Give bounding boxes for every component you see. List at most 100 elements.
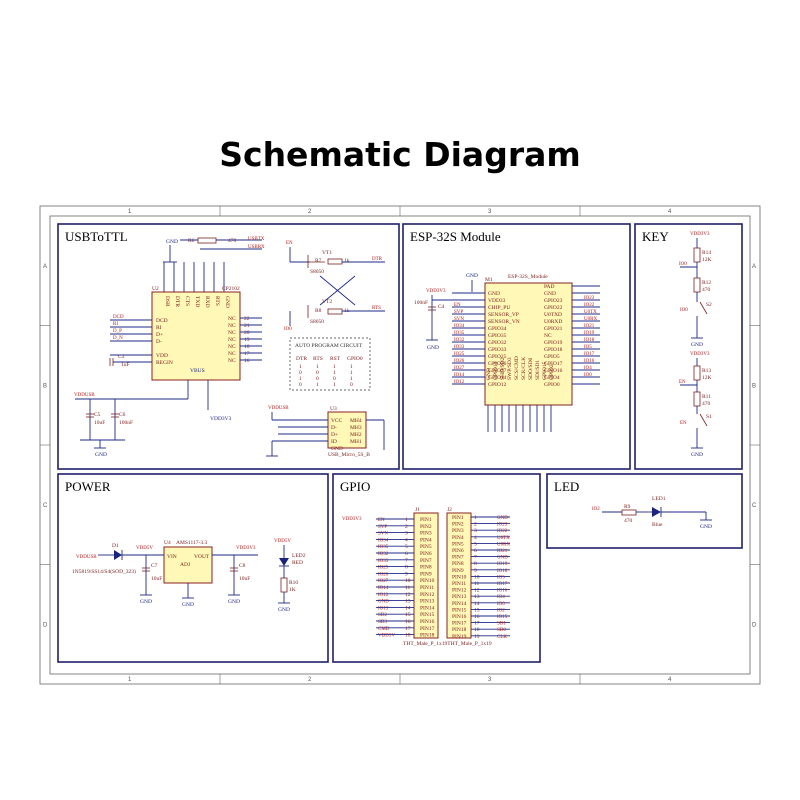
j2-net: SD1	[497, 622, 506, 627]
j1-net: IO13	[378, 606, 389, 611]
cp2102-pin-number: 21	[244, 323, 250, 329]
auto-table-cell: 0	[316, 376, 319, 382]
drawing-inner-frame	[49, 215, 751, 675]
j1-pin-label: PIN12	[420, 592, 435, 598]
s1-label: S1	[706, 414, 712, 420]
esp-bottom-pin: SCS/CMD	[514, 356, 520, 380]
key-panel-border	[634, 223, 743, 470]
esp-left-pin: GPIO12	[488, 382, 507, 388]
esp-right-net: IO17	[584, 352, 595, 357]
power-panel: POWER VDDUSB D1 1N5819/SS14/S4(SOD_323) …	[57, 473, 329, 663]
j1-pin-label: PIN16	[420, 619, 435, 625]
cp2102-top-pin: GND	[224, 296, 230, 308]
esp32-module	[484, 282, 573, 406]
cp2102-left-pin: REGIN	[156, 360, 173, 366]
j1-pin-label: PIN15	[420, 612, 435, 618]
j2-pin-label: PIN15	[452, 607, 467, 613]
r13-value: 12K	[702, 375, 712, 381]
j1-pin-label: PIN6	[420, 551, 432, 557]
frame-col-top-1: 1	[128, 209, 132, 215]
esp-left-net: IO34	[454, 324, 465, 329]
esp-left-pin: VDD33	[488, 298, 506, 304]
cp2102-left-pin: D-	[156, 339, 162, 345]
j1-header	[413, 512, 439, 639]
usbrx-label: USBRX	[248, 245, 265, 250]
frame-col-top-4: 4	[668, 209, 672, 215]
led-panel-border	[546, 473, 743, 549]
power-vddusb: VDDUSB	[76, 555, 97, 560]
j1-pin-label: PIN8	[420, 565, 432, 571]
j1-pin-label: PIN10	[420, 578, 435, 584]
j1-pin-number: 5	[405, 544, 408, 550]
dp-net: D_P	[113, 329, 122, 334]
usb-conn-mh: MH1	[350, 439, 362, 445]
cp2102-pin-number: 22	[244, 316, 250, 322]
en-net-usb: EN	[286, 241, 293, 246]
j2-label: J2	[447, 507, 452, 513]
cp2102-right-pin: NC	[228, 358, 236, 364]
dcd-net: DCD	[113, 315, 124, 320]
j2-pin-number: 8	[474, 561, 477, 567]
r14-value: 12K	[702, 257, 712, 263]
page-title: Schematic Diagram	[219, 135, 581, 174]
j2-pin-label: PIN17	[452, 621, 467, 627]
auto-table-cell: 1	[299, 364, 302, 370]
esp-left-net: IO12	[454, 380, 465, 385]
c3-value: 1uF	[121, 362, 130, 368]
usb-conn-pin: D+	[331, 432, 338, 438]
j1-net: IO14	[378, 586, 389, 591]
esp-bottom-pin: SWP/SD3	[507, 357, 513, 380]
ri-net: RI	[113, 322, 118, 327]
led-gnd: GND	[700, 524, 712, 530]
auto-table-cell: 0	[333, 376, 336, 382]
j2-net: IO5	[497, 575, 505, 580]
vt1-label: VT1	[322, 250, 332, 256]
j1-pin-number: 3	[405, 531, 408, 537]
cp2102-name: CP2102	[222, 286, 240, 292]
j1-pin-number: 18	[405, 633, 411, 639]
j1-pin-number: 11	[405, 585, 411, 591]
r10-resistor	[280, 577, 288, 593]
esp-module-ref: M1	[485, 277, 493, 283]
gpio-panel-title: GPIO	[340, 479, 370, 494]
j2-pin-label: PIN12	[452, 588, 467, 594]
auto-table-cell: 0	[350, 382, 353, 388]
j2-pin-label: PIN1	[452, 515, 464, 521]
j1-pin-number: 8	[405, 565, 408, 571]
j1-pin-label: PIN13	[420, 599, 435, 605]
usb-conn-mh: MH2	[350, 432, 362, 438]
j2-net: IO17	[497, 582, 508, 587]
j1-pin-number: 14	[405, 605, 411, 611]
j2-net: IO18	[497, 569, 508, 574]
cp2102-right-pin: NC	[228, 337, 236, 343]
esp-right-net: IO21	[584, 324, 595, 329]
esp-gnd: GND	[427, 345, 439, 351]
vbus-label: VBUS	[190, 368, 205, 374]
gpio-panel-border	[332, 473, 541, 663]
esp-bottom-pin: GND	[486, 368, 492, 380]
esp-bottom-pin: SDI/SD1	[535, 360, 541, 380]
key-io0: IO0	[679, 262, 687, 267]
j2-pin-label: PIN8	[452, 561, 464, 567]
power-panel-title: POWER	[65, 479, 111, 494]
j1-pin-label: PIN7	[420, 558, 432, 564]
j1-pin-number: 1	[405, 517, 408, 523]
j2-pin-label: PIN11	[452, 581, 466, 587]
j2-net: IO15	[497, 615, 508, 620]
adj-pin: ADJ	[180, 562, 191, 568]
c5-label: C5	[94, 412, 101, 418]
usb-conn-name: USB_Micro_5S_B	[328, 452, 370, 458]
usb-conn-mh: MH4	[350, 418, 362, 424]
led2-label: LED2	[292, 553, 306, 559]
j2-pin-number: 19	[474, 634, 480, 640]
r6-resistor	[197, 237, 217, 244]
j1-net: IO33	[378, 559, 389, 564]
s2-label: S2	[706, 302, 712, 308]
gnd-label-usb: GND	[166, 239, 178, 245]
esp-module-name: ESP-32S_Module	[508, 274, 548, 280]
auto-table-header: RTS	[313, 356, 323, 362]
usbtx-label: USBTX	[248, 237, 265, 242]
esp-left-net: SVN	[454, 317, 464, 322]
cp2102-left-pin: RI	[156, 325, 162, 331]
